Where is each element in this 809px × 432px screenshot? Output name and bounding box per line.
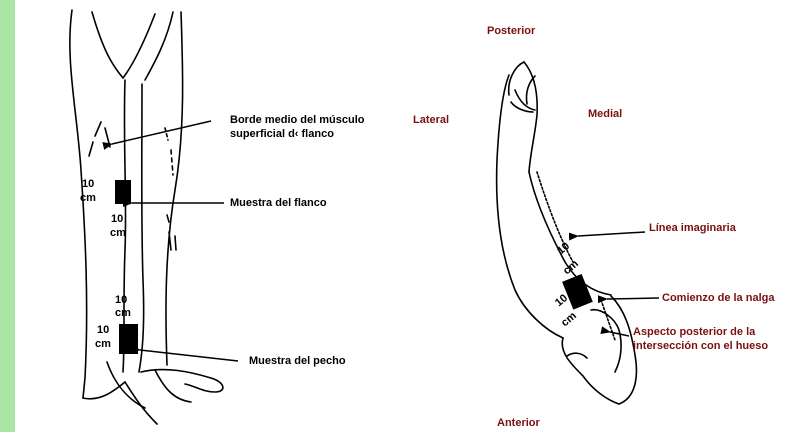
aspecto-label: Aspecto posterior de la <box>633 326 755 339</box>
brisket-measure-b-unit: cm <box>95 338 111 351</box>
aspecto-label-2: intersección con el hueso <box>633 340 768 353</box>
lateral-label: Lateral <box>413 114 449 127</box>
brisket-measure-a-num: 10 <box>115 294 127 307</box>
borde-leader <box>112 121 211 144</box>
flank-measure-b-num: 10 <box>111 213 123 226</box>
flank-measure-b-unit: cm <box>110 227 126 240</box>
pecho-leader <box>140 350 238 361</box>
anterior-label: Anterior <box>497 417 540 430</box>
brisket-sample-box <box>119 324 138 354</box>
brisket-measure-a-unit: cm <box>115 307 131 320</box>
diagram-panel: Borde medio del músculo superficial d‹ f… <box>15 0 809 432</box>
posterior-label: Posterior <box>487 25 535 38</box>
muestra-pecho-label: Muestra del pecho <box>249 355 346 368</box>
brisket-measure-b-num: 10 <box>97 324 109 337</box>
flank-measure-a-num: 10 <box>82 178 94 191</box>
linea-leader <box>578 232 645 236</box>
borde-label: Borde medio del músculo <box>230 114 364 127</box>
flank-measure-a-unit: cm <box>80 192 96 205</box>
carcass-outline <box>70 10 223 424</box>
comienzo-label: Comienzo de la nalga <box>662 292 774 305</box>
borde-label-2: superficial d‹ flanco <box>230 128 334 141</box>
medial-label: Medial <box>588 108 622 121</box>
flank-sample-box <box>115 180 131 204</box>
comienzo-leader <box>607 298 659 299</box>
muestra-flanco-label: Muestra del flanco <box>230 197 327 210</box>
linea-label: Línea imaginaria <box>649 222 736 235</box>
diagram-drawing <box>15 0 809 432</box>
